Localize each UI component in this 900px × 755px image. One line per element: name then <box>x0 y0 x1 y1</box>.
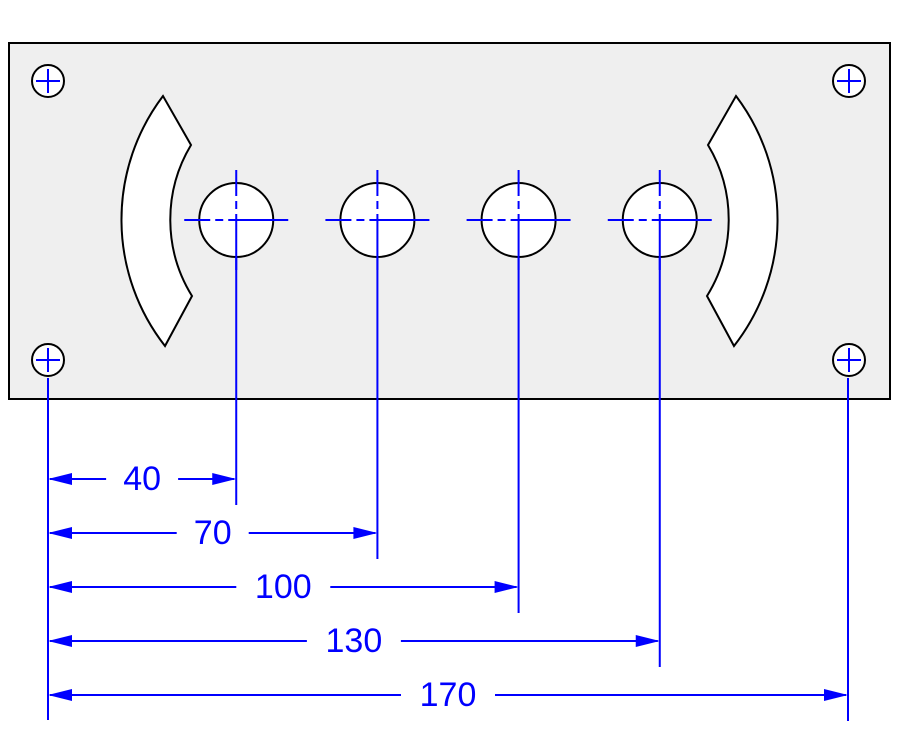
dimension-arrow-right <box>635 635 660 647</box>
center-hole-2 <box>325 170 430 270</box>
center-holes <box>184 170 712 270</box>
arc-slot-right <box>705 94 779 348</box>
dimension-40: 40 <box>48 257 238 505</box>
dimension-arrow-left <box>48 689 72 701</box>
dimension-label: 100 <box>255 568 312 606</box>
dimension-arrow-right <box>353 527 378 539</box>
center-hole-3 <box>466 170 571 270</box>
dimension-arrow-right <box>824 689 848 701</box>
mounting-hole-top-right <box>832 64 866 98</box>
dimension-70: 70 <box>48 257 379 559</box>
mounting-hole-top-left <box>31 64 65 98</box>
dimension-arrow-left <box>48 527 72 539</box>
dimension-arrow-right <box>494 581 519 593</box>
dimension-label: 40 <box>123 460 161 498</box>
dimension-label: 70 <box>194 514 232 552</box>
dimension-arrow-right <box>212 473 237 485</box>
mounting-hole-bottom-right <box>832 343 866 377</box>
mounting-holes <box>31 64 866 377</box>
dimensions: 40 70 100 130 170 <box>47 257 849 721</box>
dimension-130: 130 <box>48 257 661 667</box>
dimension-label: 130 <box>326 622 383 660</box>
dimension-arrow-left <box>48 635 72 647</box>
dimension-label: 170 <box>420 676 477 714</box>
dimension-170: 170 <box>48 378 849 721</box>
dimension-arrow-left <box>48 473 72 485</box>
mounting-hole-bottom-left <box>31 343 65 377</box>
dimension-100: 100 <box>48 257 520 613</box>
arc-slot-left <box>120 94 194 348</box>
dimension-arrow-left <box>48 581 72 593</box>
